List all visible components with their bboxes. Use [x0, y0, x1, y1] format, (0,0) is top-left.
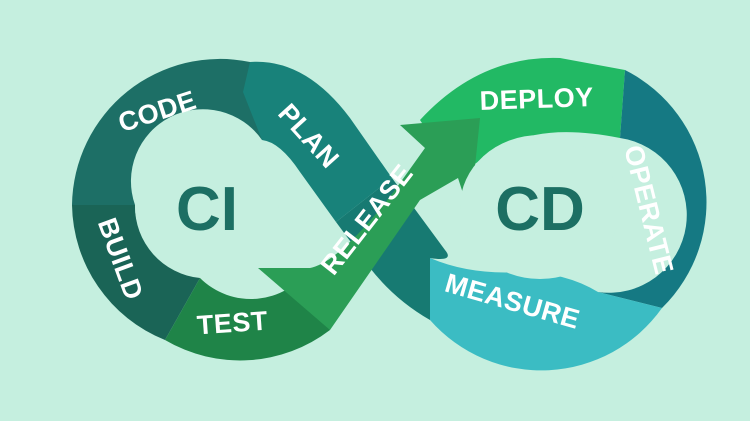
segment-build: [72, 205, 200, 340]
label-test: TEST: [196, 306, 269, 341]
cd-center: [460, 135, 620, 279]
segment-measure: [430, 258, 662, 371]
ci-label: CI: [176, 175, 238, 244]
segment-crossover-under: [336, 178, 448, 320]
label-deploy: DEPLOY: [479, 82, 594, 116]
cd-label: CD: [495, 175, 585, 244]
ci-center: [135, 138, 279, 274]
segment-code: [72, 58, 262, 206]
segment-release: [258, 118, 480, 330]
segment-operate: [598, 70, 707, 308]
segment-plan: [243, 61, 392, 222]
